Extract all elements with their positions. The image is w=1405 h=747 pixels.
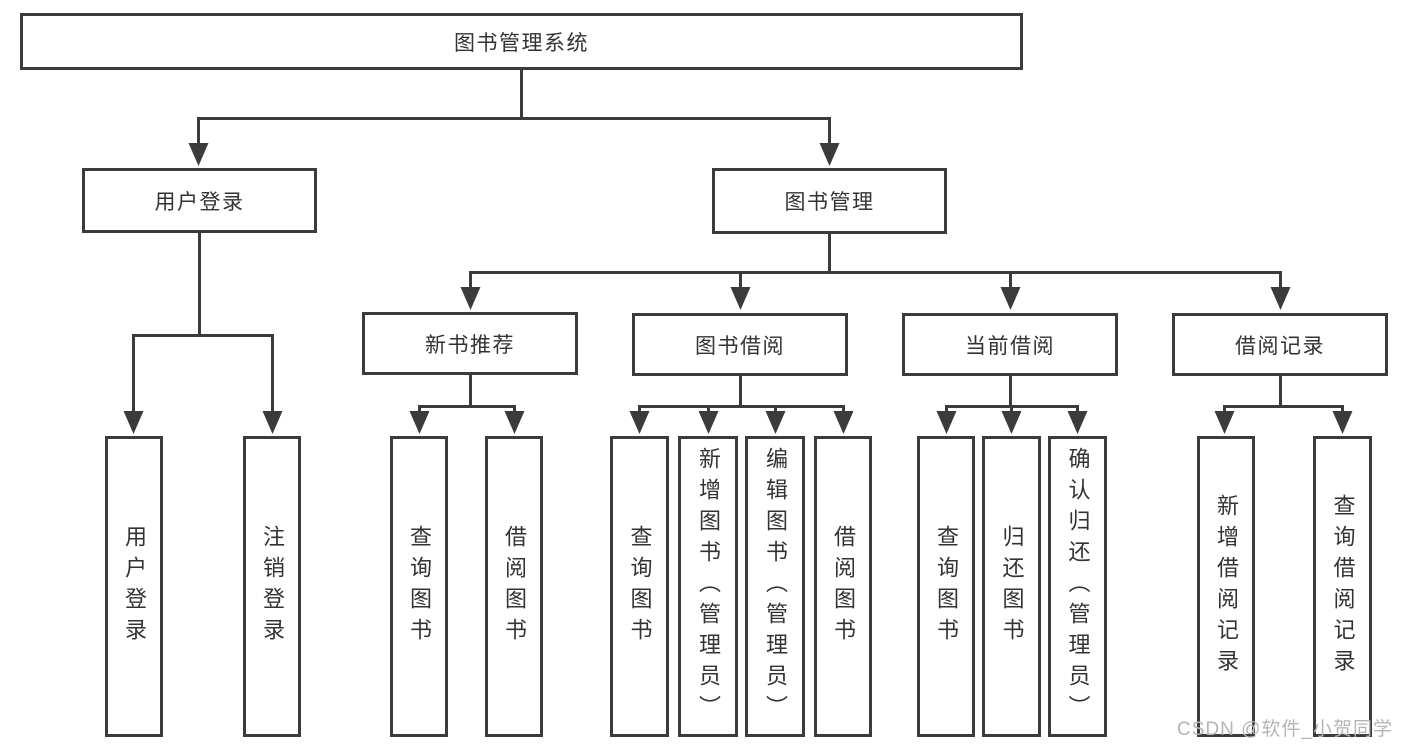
csdn-watermark: CSDN @软件_小贺同学 xyxy=(1177,719,1393,740)
leaf-logout: 注销登录 xyxy=(243,436,301,737)
leaf-user-login-label: 用户登录 xyxy=(122,524,147,649)
leaf-borrow-add-book-admin-label: 新增图书（管理员） xyxy=(696,447,721,726)
leaf-borrow-query-book-label: 查询图书 xyxy=(627,524,653,649)
leaf-current-return-book-label: 归还图书 xyxy=(999,524,1025,649)
leaf-borrow-borrow-book: 借阅图书 xyxy=(814,436,872,737)
leaf-current-confirm-return-admin-label: 确认归还（管理员） xyxy=(1065,447,1091,726)
leaf-current-query-book: 查询图书 xyxy=(917,436,975,737)
leaf-borrow-add-book-admin: 新增图书（管理员） xyxy=(678,436,738,737)
leaf-borrow-edit-book-admin-label: 编辑图书（管理员） xyxy=(763,447,788,726)
leaf-current-return-book: 归还图书 xyxy=(982,436,1041,737)
leaf-borrow-borrow-book-label: 借阅图书 xyxy=(831,524,856,649)
node-book-borrow: 图书借阅 xyxy=(632,313,848,376)
node-book-management: 图书管理 xyxy=(712,168,947,234)
leaf-current-confirm-return-admin: 确认归还（管理员） xyxy=(1048,436,1107,737)
leaf-records-add-record: 新增借阅记录 xyxy=(1197,436,1255,737)
node-library-management-system: 图书管理系统 xyxy=(20,13,1023,70)
node-new-book-recommend: 新书推荐 xyxy=(362,312,578,375)
leaf-borrow-edit-book-admin: 编辑图书（管理员） xyxy=(745,436,805,737)
leaf-current-query-book-label: 查询图书 xyxy=(934,524,959,649)
leaf-records-query-record: 查询借阅记录 xyxy=(1313,436,1372,737)
node-current-borrow: 当前借阅 xyxy=(902,313,1118,376)
leaf-newbook-borrow-book-label: 借阅图书 xyxy=(502,524,527,649)
leaf-newbook-query-book-label: 查询图书 xyxy=(407,524,432,649)
leaf-borrow-query-book: 查询图书 xyxy=(610,436,669,737)
leaf-newbook-borrow-book: 借阅图书 xyxy=(485,436,543,737)
node-user-login: 用户登录 xyxy=(82,168,317,233)
leaf-user-login: 用户登录 xyxy=(105,436,163,737)
node-borrow-records: 借阅记录 xyxy=(1172,313,1388,376)
leaf-records-query-record-label: 查询借阅记录 xyxy=(1330,493,1356,680)
leaf-logout-label: 注销登录 xyxy=(260,524,285,649)
leaf-records-add-record-label: 新增借阅记录 xyxy=(1214,493,1239,680)
leaf-newbook-query-book: 查询图书 xyxy=(390,436,448,737)
